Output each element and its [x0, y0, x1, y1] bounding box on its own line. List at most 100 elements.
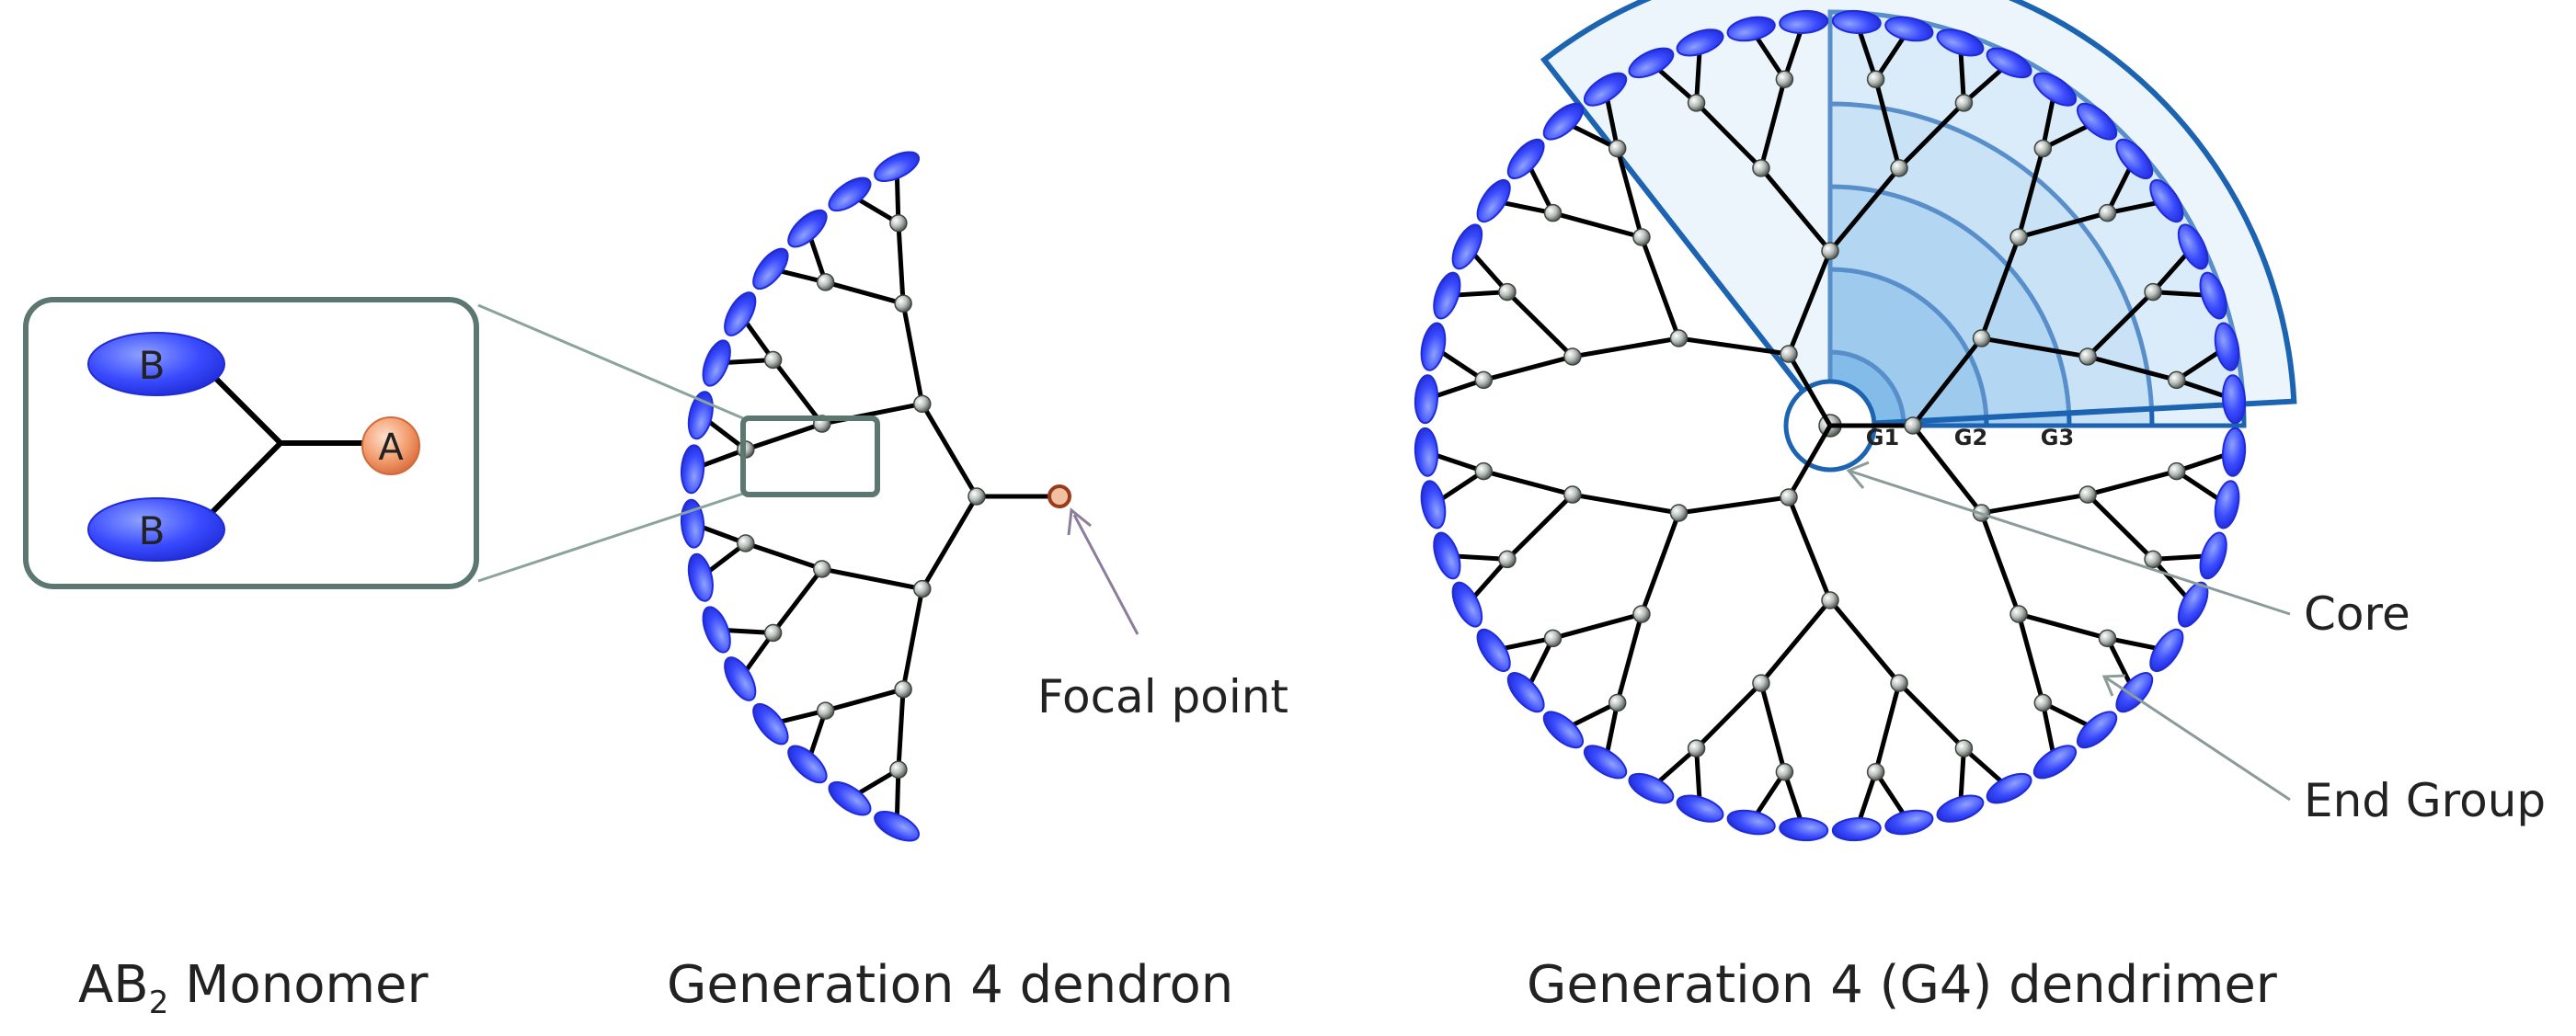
branch-node — [1669, 329, 1689, 347]
end-group — [1433, 531, 1461, 580]
focal-point-arrowhead — [1067, 507, 1092, 536]
bond — [1828, 598, 1901, 685]
monomer-b-top-node — [87, 332, 225, 396]
monomer-a-label: A — [378, 427, 404, 469]
end-group — [1628, 47, 1675, 79]
bond — [2086, 290, 2155, 359]
branch-node — [1954, 739, 1974, 757]
branch-node — [2144, 282, 2162, 302]
branch-node — [1563, 347, 1582, 366]
zoom-line-top — [477, 303, 744, 420]
branch-node — [2033, 693, 2053, 712]
branch-node — [1904, 416, 1922, 435]
branch-node — [913, 394, 932, 414]
bond — [1759, 166, 1832, 253]
end-group — [1542, 102, 1584, 141]
end-group — [1936, 28, 1985, 57]
end-group-arrow — [2103, 675, 2291, 802]
end-group — [724, 656, 757, 701]
bond — [771, 358, 824, 426]
branch-node — [763, 623, 783, 643]
branch-node — [1632, 228, 1651, 246]
bond — [824, 687, 904, 713]
bond — [2087, 469, 2178, 497]
end-group — [1506, 672, 1545, 713]
end-group — [1986, 772, 2032, 804]
bond — [1786, 352, 1833, 427]
bond — [821, 566, 923, 592]
branch-node — [2009, 605, 2028, 623]
core-arrow — [1848, 469, 2291, 616]
zoom-line-bottom — [477, 492, 744, 583]
gen-label-g3: G3 — [2041, 425, 2074, 450]
bond — [920, 403, 979, 498]
bond — [744, 421, 823, 452]
branch-node — [1687, 94, 1706, 112]
core-label: Core — [2304, 587, 2410, 641]
bond — [900, 302, 925, 404]
end-group — [2032, 745, 2078, 780]
bond — [1572, 336, 1679, 359]
bond — [1572, 492, 1679, 516]
gen-label-g2: G2 — [1954, 425, 1987, 450]
dendrimer-caption: Generation 4 (G4) dendrimer — [1527, 955, 2278, 1015]
branch-node — [763, 350, 783, 370]
branch-node — [894, 294, 912, 313]
end-group — [1506, 138, 1545, 179]
bond — [1786, 424, 1833, 499]
end-group — [2199, 271, 2227, 320]
monomer-caption-main: AB — [78, 955, 149, 1015]
end-group — [2177, 581, 2209, 628]
end-group — [1414, 374, 1439, 425]
core-arrowhead — [1846, 461, 1870, 489]
bond — [1873, 682, 1902, 773]
end-group — [1726, 809, 1776, 836]
monomer-b-bottom-label: B — [139, 508, 166, 553]
branch-node — [1954, 94, 1974, 112]
end-group — [2221, 374, 2247, 425]
end-group — [2149, 628, 2184, 673]
bond — [900, 588, 925, 690]
bond — [1758, 78, 1787, 169]
branch-node — [1775, 70, 1794, 89]
end-group — [1831, 816, 1882, 842]
monomer-caption-rest: Monomer — [168, 955, 429, 1015]
bond — [1828, 166, 1901, 253]
focal-point-label: Focal point — [1037, 670, 1288, 723]
bond — [1981, 492, 2089, 516]
dendron-zoom-box — [740, 416, 880, 497]
bond — [1786, 250, 1833, 355]
end-group — [1451, 223, 1483, 270]
end-group — [2115, 138, 2154, 179]
end-group — [752, 247, 789, 290]
end-group — [702, 606, 731, 654]
end-group-layer — [680, 151, 920, 842]
branch-node — [1972, 329, 1991, 347]
end-group — [2115, 672, 2154, 713]
monomer-bond-2 — [207, 440, 283, 518]
bond — [1551, 611, 1643, 641]
end-group — [1476, 178, 1511, 223]
end-group — [1420, 480, 1447, 529]
end-group — [1884, 16, 1934, 42]
bond — [2016, 613, 2045, 704]
bond — [1897, 101, 1966, 170]
branch-node — [1780, 488, 1798, 507]
branch-node — [813, 560, 831, 578]
end-group — [1628, 772, 1675, 804]
branch-node — [1752, 674, 1770, 692]
bond — [1639, 512, 1681, 615]
branch-node — [1821, 591, 1839, 609]
branch-node — [1890, 159, 1908, 177]
end-group — [2221, 427, 2247, 477]
end-group — [702, 339, 731, 387]
branch-node — [2144, 550, 2162, 569]
bond — [1483, 354, 1574, 382]
end-group — [1583, 745, 1628, 780]
end-group — [2149, 178, 2184, 223]
end-group — [1451, 581, 1483, 628]
end-group — [1420, 322, 1447, 371]
branch-node — [894, 680, 912, 699]
branch-node — [1687, 739, 1706, 757]
end-group — [1779, 9, 1829, 35]
